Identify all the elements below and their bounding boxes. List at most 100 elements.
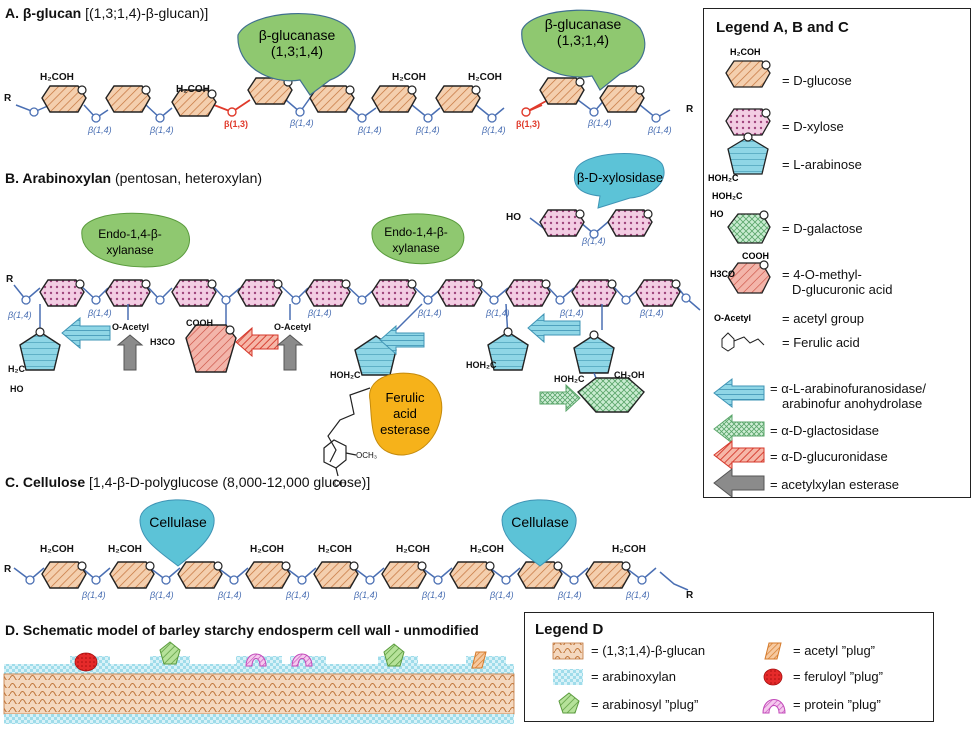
- b-link-7: β(1,4): [639, 308, 664, 318]
- c-link-3: β(1,4): [217, 590, 242, 600]
- xylanase-enzyme-1: Endo-1,4-β- xylanase: [81, 212, 191, 268]
- glucanase-enzyme-1: β-glucanase (1,3;1,4): [237, 13, 356, 96]
- ferulic-acid-structure: [323, 387, 371, 477]
- section-a-heading: A. β-glucan: [5, 5, 82, 21]
- cellulase-enzyme-1: Cellulase: [139, 499, 215, 567]
- ferulic-esterase-enzyme: Ferulic acid esterase: [369, 372, 443, 456]
- glucan-ch2oh-3: H₂COH: [392, 72, 426, 83]
- legend-hoh2c-ara: HOH₂C: [708, 173, 739, 183]
- arabinose-side-chains: [19, 303, 645, 413]
- xylanase-enzyme-2: Endo-1,4-β- xylanase: [371, 213, 465, 265]
- xylosidase-label: β-D-xylosidase: [577, 170, 663, 185]
- c-link-6: β(1,4): [421, 590, 446, 600]
- section-c-title: C. Cellulose [1,4-β-D-polyglucose (8,000…: [5, 474, 370, 490]
- a-link-b14-2: β(1,4): [149, 125, 174, 135]
- beta-glucan-chain: [15, 77, 671, 123]
- legend-d-glucan: = (1,3;1,4)-β-glucan: [591, 643, 706, 658]
- arabinofuranosidase-arrow-1: [61, 316, 111, 350]
- legend-o-acetyl: O-Acetyl: [714, 313, 751, 323]
- a-link-b13-2: β(1,3): [516, 119, 540, 129]
- legend-glucose: = D-glucose: [782, 73, 852, 88]
- section-d-title: D. Schematic model of barley starchy end…: [5, 622, 479, 638]
- section-d-heading: D. Schematic model of barley starchy end…: [5, 622, 479, 638]
- ax-r-left: R: [6, 274, 14, 285]
- cell-ch2oh-3: H₂COH: [250, 544, 284, 555]
- cellulase-1-label: Cellulase: [149, 514, 207, 530]
- legend-abc-icons: H₂COH HOH₂C HOH₂C HO COOH H3CO O-Acetyl: [708, 47, 771, 497]
- ara-hoh2c-2: HOH₂C: [466, 360, 497, 370]
- legend-ho-gal: HO: [710, 209, 724, 219]
- legend-cooh: COOH: [742, 251, 769, 261]
- cellulose-chain: [13, 561, 689, 591]
- section-a-title: A. β-glucan [(1,3;1,4)-β-glucan)]: [5, 5, 208, 21]
- acetylxylan-esterase-arrow-1: [116, 334, 144, 371]
- legend-glucuronidase: = α-D-glucuronidase: [770, 449, 888, 464]
- glucanase-2-line1: β-glucanase: [545, 16, 622, 32]
- ferulic-oh: OH: [334, 479, 346, 488]
- cell-wall-schematic: [3, 641, 515, 724]
- ara-hoh2c-3: HOH₂C: [554, 374, 585, 384]
- a-link-b14-7: β(1,4): [587, 118, 612, 128]
- ferulic-och3: OCH₃: [356, 451, 377, 460]
- ara-hoh2c-1: HOH₂C: [330, 370, 361, 380]
- glucan-ch2oh-1: H₂COH: [40, 72, 74, 83]
- glucanase-enzyme-2: β-glucanase (1,3;1,4): [521, 9, 646, 91]
- a-link-b14-8: β(1,4): [647, 125, 672, 135]
- cell-ch2oh-2: H₂COH: [108, 544, 142, 555]
- xylanase-1-line1: Endo-1,4-β-: [98, 227, 162, 241]
- legend-galactosidase: = α-D-glactosidase: [770, 423, 880, 438]
- b-link-6: β(1,4): [559, 308, 584, 318]
- glcua-cooh: COOH: [186, 318, 213, 328]
- cell-r-left: R: [4, 564, 12, 575]
- galactosidase-arrow: [539, 383, 581, 413]
- cell-ch2oh-1: H₂COH: [40, 544, 74, 555]
- section-c-heading: C. Cellulose: [5, 474, 86, 490]
- b-link-2: β(1,4): [87, 308, 112, 318]
- c-link-9: β(1,4): [625, 590, 650, 600]
- legend-d-protein: = protein ”plug”: [793, 697, 881, 712]
- glucan-ch2oh-4: H₂COH: [468, 72, 502, 83]
- b-link-4: β(1,4): [417, 308, 442, 318]
- glucanase-1-line1: β-glucanase: [259, 27, 336, 43]
- ara-h2c: H₂C: [8, 364, 25, 374]
- esterase-line2: acid: [393, 406, 417, 421]
- glucan-r-right: R: [686, 104, 694, 115]
- glucan-r-left: R: [4, 93, 12, 104]
- glucuronidase-arrow: [235, 326, 279, 358]
- legend-abc-title: Legend A, B and C: [716, 19, 849, 36]
- c-link-8: β(1,4): [557, 590, 582, 600]
- cell-ch2oh-6: H₂COH: [470, 544, 504, 555]
- gal-ch2oh: CH₂OH: [614, 370, 645, 380]
- legend-galactose: = D-galactose: [782, 221, 863, 236]
- xylanase-2-line2: xylanase: [392, 241, 440, 255]
- cellulase-2-label: Cellulase: [511, 514, 569, 530]
- legend-d: Legend D = (1,3;1,4)-β-glucan = arabinox…: [524, 612, 934, 722]
- esterase-line1: Ferulic: [385, 390, 425, 405]
- section-b-heading: B. Arabinoxylan: [5, 170, 112, 186]
- legend-d-acetyl: = acetyl ”plug”: [793, 643, 876, 658]
- xylanase-2-line1: Endo-1,4-β-: [384, 225, 448, 239]
- legend-d-title: Legend D: [535, 621, 604, 638]
- b-link-3: β(1,4): [307, 308, 332, 318]
- legend-hoh2c-gal: HOH₂C: [712, 191, 743, 201]
- arabinoxylan-chain: [13, 209, 701, 311]
- ara-ho: HO: [10, 384, 24, 394]
- a-link-b14-3: β(1,4): [289, 118, 314, 128]
- cell-ch2oh-7: H₂COH: [612, 544, 646, 555]
- arabinofuranosidase-arrow-2: [379, 324, 425, 356]
- a-link-b14-6: β(1,4): [481, 125, 506, 135]
- legend-ferulic: = Ferulic acid: [782, 335, 860, 350]
- c-link-2: β(1,4): [149, 590, 174, 600]
- o-acetyl-1: O-Acetyl: [112, 322, 149, 332]
- section-b-subtitle: (pentosan, heteroxylan): [114, 170, 263, 186]
- glucan-ch2oh-2: H₂COH: [176, 84, 210, 95]
- legend-h3co: H3CO: [710, 269, 735, 279]
- cell-ch2oh-5: H₂COH: [396, 544, 430, 555]
- legend-abc: Legend A, B and C H₂COH HOH₂C HOH₂C HO C…: [703, 8, 971, 498]
- glucanase-1-line2: (1,3;1,4): [271, 43, 323, 59]
- esterase-line3: esterase: [380, 422, 430, 437]
- legend-ch2oh: H₂COH: [730, 47, 761, 57]
- a-link-b14-5: β(1,4): [415, 125, 440, 135]
- legend-glucuronic-1: = 4-O-methyl-: [782, 267, 862, 282]
- xylobiose-ho: HO: [506, 212, 521, 223]
